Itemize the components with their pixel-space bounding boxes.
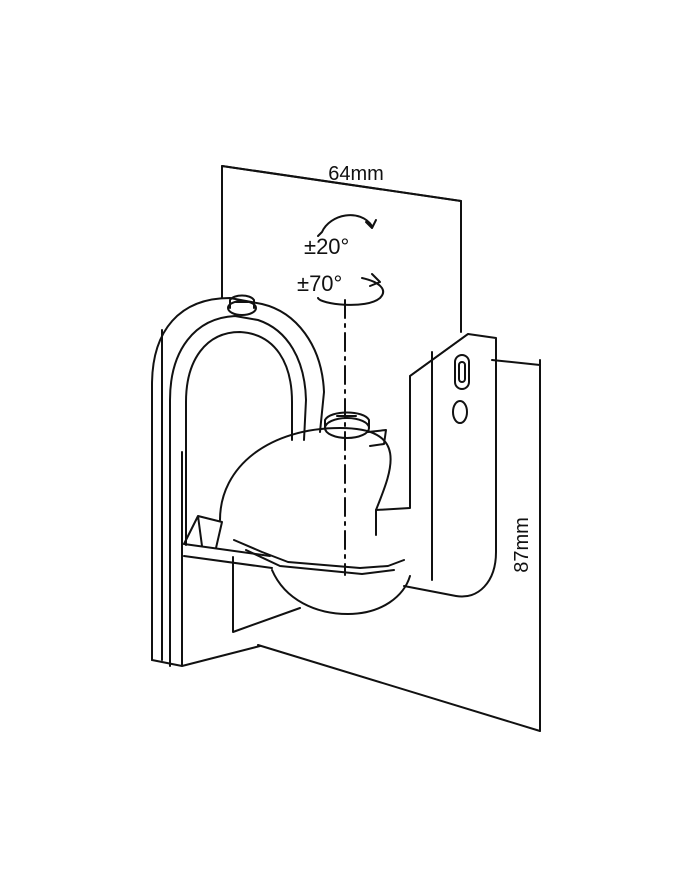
round-hole: [452, 400, 468, 424]
slot-hole: [454, 354, 470, 390]
width-dimension-label: 64mm: [328, 163, 384, 185]
tilt-arrow-icon: [317, 214, 377, 237]
arm-screw: [227, 294, 257, 316]
ball-joint-lower: [271, 569, 411, 615]
wall-plate: [221, 165, 541, 732]
ball-top-knob: [324, 411, 387, 447]
ball-joint-flange-lower: [245, 549, 395, 575]
wall-plate-window: [232, 556, 301, 633]
ball-joint-flange: [233, 539, 405, 569]
swivel-angle-label: ±70°: [297, 271, 342, 296]
mounting-plate-front: [409, 333, 469, 581]
swivel-arrow-icon: [317, 273, 385, 306]
left-arm-outer: [151, 297, 325, 661]
left-arm-inner: [169, 315, 307, 667]
height-dimension: [491, 359, 541, 732]
width-dimension-line: [221, 165, 462, 202]
height-dimension-label: 87mm: [511, 517, 533, 573]
side-tab: [183, 515, 223, 549]
tilt-angle-label: ±20°: [304, 234, 349, 259]
ball-joint-upper: [219, 427, 392, 536]
side-bar: [183, 543, 273, 569]
left-arm-inner-ring: [185, 331, 293, 546]
mounting-plate: [375, 333, 497, 598]
left-arm-base: [151, 451, 261, 667]
